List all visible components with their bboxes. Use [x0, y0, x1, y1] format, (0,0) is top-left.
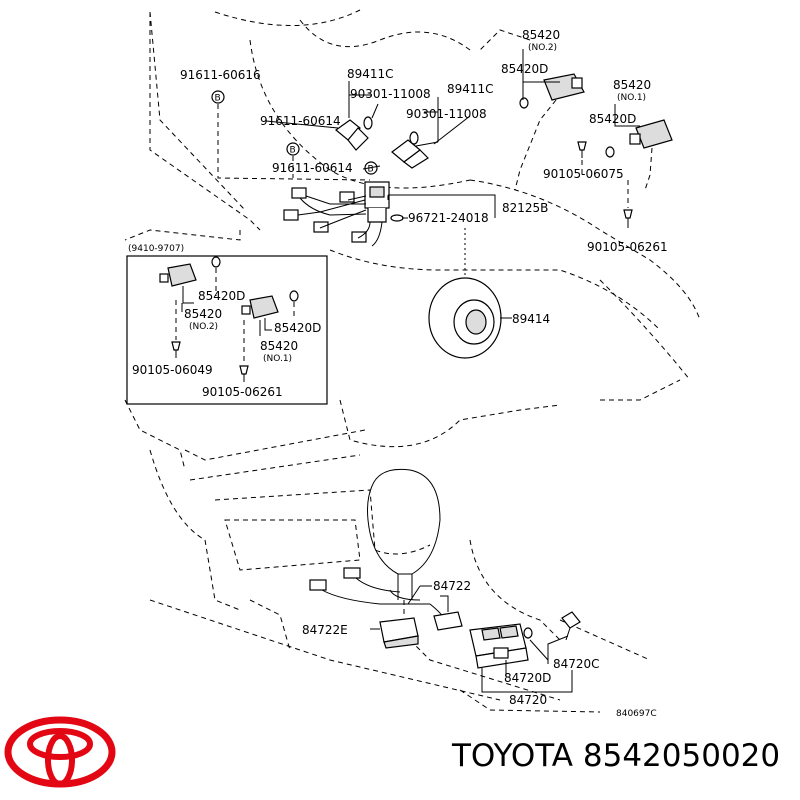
top-right-switches: [514, 49, 673, 228]
wiring-cluster: B B B: [211, 90, 429, 247]
label-90301-b: 90301-11008: [406, 107, 487, 121]
label-91611-60614-b: 91611-60614: [272, 161, 353, 175]
label-90301-a: 90301-11008: [350, 87, 431, 101]
o-ring-icon: [605, 146, 615, 158]
inset-label-85420-b: 85420: [260, 339, 298, 353]
label-89411c-a: 89411C: [347, 67, 394, 81]
o-ring-icon: [211, 256, 221, 268]
inset-label-90105-06049: 90105-06049: [132, 363, 213, 377]
leader-lines: [265, 81, 496, 219]
inset-label-85420d-b: 85420D: [274, 321, 321, 335]
toyota-logo-icon: [4, 716, 116, 788]
inset-label-90105-06261: 90105-06261: [202, 385, 283, 399]
label-84720d: 84720D: [504, 671, 551, 685]
label-84720: 84720: [509, 693, 547, 707]
b-marker-text: B: [368, 165, 374, 175]
o-ring-icon: [409, 131, 419, 145]
b-marker-icon: [211, 90, 225, 104]
part-89414: [428, 228, 512, 359]
inset-box: [126, 255, 328, 405]
b-marker-text: B: [290, 146, 296, 156]
inset-range-label: (9410-9707): [128, 244, 184, 254]
label-84722: 84722: [433, 579, 471, 593]
label-no2-top: (NO.2): [528, 43, 557, 53]
label-85420-no1-top: 85420: [613, 78, 651, 92]
brand-part-number: TOYOTA 8542050020: [452, 738, 780, 774]
inset-label-no2: (NO.2): [189, 322, 218, 332]
label-89414: 89414: [512, 312, 550, 326]
label-91611-60614-a: 91611-60614: [260, 114, 341, 128]
label-84722e: 84722E: [302, 623, 348, 637]
label-84720c: 84720C: [553, 657, 600, 671]
label-85420d-top-b: 85420D: [589, 112, 636, 126]
inset-label-85420-a: 85420: [184, 307, 222, 321]
b-marker-icon: [286, 142, 300, 156]
brand-name: TOYOTA: [452, 738, 574, 774]
o-ring-icon: [363, 116, 373, 130]
label-96721-24018: 96721-24018: [408, 211, 489, 225]
inset-label-no1: (NO.1): [263, 354, 292, 364]
label-90105-06075: 90105-06075: [543, 167, 624, 181]
label-90105-06261-right: 90105-06261: [587, 240, 668, 254]
label-no1-top: (NO.1): [617, 93, 646, 103]
b-marker-text: B: [215, 94, 221, 104]
label-85420d-top-a: 85420D: [501, 62, 548, 76]
label-89411c-b: 89411C: [447, 82, 494, 96]
label-85420-no2-top: 85420: [522, 28, 560, 42]
labels: 85420 (NO.2) 85420D 85420 (NO.1) 85420D …: [128, 28, 668, 719]
diagram-code: 840697C: [616, 709, 657, 719]
inset-label-85420d-a: 85420D: [198, 289, 245, 303]
label-91611-60616: 91611-60616: [180, 68, 261, 82]
label-82125b: 82125B: [502, 201, 548, 215]
part-number: 8542050020: [582, 738, 781, 774]
o-ring-icon: [289, 290, 299, 302]
shifter-area: [309, 468, 581, 693]
o-ring-icon: [519, 97, 529, 109]
body-contours: [124, 9, 701, 713]
